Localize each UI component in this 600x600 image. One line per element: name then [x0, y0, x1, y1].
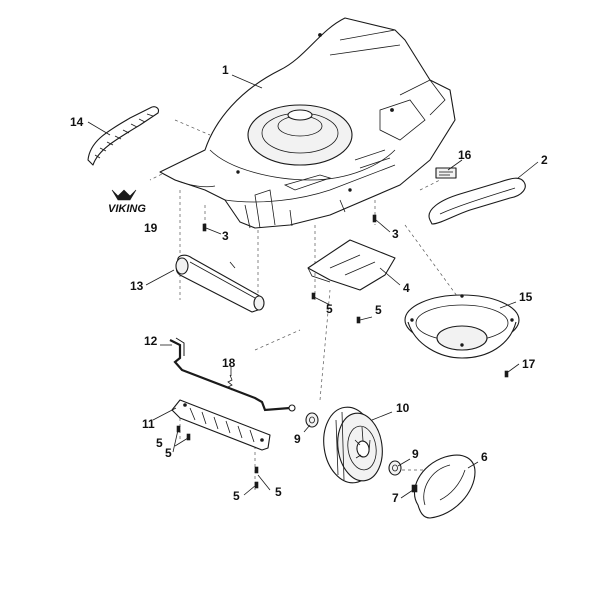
- front-bar: [175, 254, 265, 313]
- callout-2: 2: [541, 153, 548, 167]
- wheel-bushing-right: [388, 460, 402, 476]
- wheel-bushing-left: [305, 412, 319, 428]
- warning-label: [435, 167, 457, 179]
- hub-cap: [413, 454, 476, 519]
- handle-trim: [428, 177, 526, 225]
- wheel: [323, 406, 383, 484]
- height-adjustment-rod: [169, 337, 296, 412]
- assembly-guide-lines: [149, 119, 461, 490]
- callout-9-right: 9: [412, 447, 419, 461]
- callout-18: 18: [222, 356, 236, 370]
- callout-9-left: 9: [294, 432, 301, 446]
- callout-3-left: 3: [222, 229, 229, 243]
- mower-deck: [159, 17, 456, 229]
- callout-4: 4: [403, 281, 410, 295]
- callout-15: 15: [519, 290, 533, 304]
- callout-7: 7: [392, 491, 399, 505]
- callout-10: 10: [396, 401, 410, 415]
- callout-14: 14: [70, 115, 84, 129]
- screws: [176, 214, 509, 489]
- collector-bowl: [404, 294, 520, 359]
- callout-5-bottom-right: 5: [275, 485, 282, 499]
- callout-11: 11: [142, 417, 155, 431]
- spring: [227, 374, 233, 391]
- callout-12: 12: [144, 334, 158, 348]
- callout-3-right: 3: [392, 227, 399, 241]
- viking-logo: VIKING: [108, 189, 146, 215]
- callout-1: 1: [222, 63, 229, 77]
- leader-lines: [87, 74, 539, 499]
- callout-6: 6: [481, 450, 488, 464]
- grip-strip: [87, 106, 159, 166]
- callout-5-deflector-right: 5: [375, 303, 382, 317]
- callout-13: 13: [130, 279, 144, 293]
- callout-16: 16: [458, 148, 472, 162]
- deflector-plate: [307, 239, 396, 291]
- wheel-screw: [411, 484, 418, 493]
- callout-5-bracket-lower: 5: [165, 446, 172, 460]
- callout-labels: 1 2 3 3 4 5 5 5 5 5 5 6 7 9 9 10 11 12 1…: [70, 63, 548, 505]
- callout-17: 17: [522, 357, 536, 371]
- callout-5-deflector: 5: [326, 302, 333, 316]
- callout-19: 19: [144, 221, 158, 235]
- callout-5-bracket-upper: 5: [156, 436, 163, 450]
- callout-5-bottom-left: 5: [233, 489, 240, 503]
- axle-bracket: [171, 399, 271, 451]
- viking-logo-text: VIKING: [108, 203, 146, 215]
